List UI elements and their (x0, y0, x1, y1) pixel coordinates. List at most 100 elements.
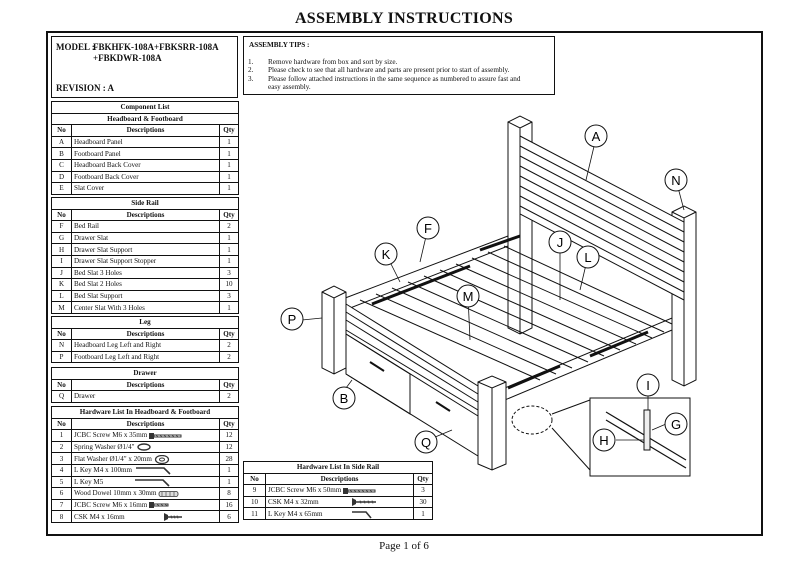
page-frame (46, 31, 763, 536)
rail-strip-front (507, 364, 561, 390)
side-rail-left (339, 235, 509, 313)
rail-strip-right (479, 234, 521, 252)
col-qty: Qty (218, 124, 240, 137)
headboard-panel (519, 135, 685, 301)
svg-text:G: G (671, 417, 681, 432)
svg-text:J: J (557, 235, 564, 250)
page-title: ASSEMBLY INSTRUCTIONS (294, 10, 514, 27)
svg-text:B: B (340, 391, 349, 406)
drawer-box (345, 333, 479, 457)
section-title: Hardware List In Headboard & Footboard (50, 406, 240, 419)
col-desc: Descriptions (71, 124, 220, 137)
svg-text:L: L (584, 250, 591, 265)
callout-B: B (332, 386, 356, 410)
callout-L: L (576, 245, 600, 269)
assembly-tips-box: ASSEMBLY TIPS : 1.Remove hardware from b… (243, 36, 555, 95)
callout-P: P (280, 307, 304, 331)
col-no: No (51, 124, 72, 137)
svg-text:A: A (592, 129, 601, 144)
svg-text:F: F (424, 221, 432, 236)
model-box: MODEL : FBKHFK-108A+FBKSRR-108A +FBKDWR-… (51, 36, 238, 98)
tip-item: 2.Please check to see that all hardware … (248, 66, 510, 75)
model-line-2: +FBKDWR-108A (93, 53, 162, 63)
callout-I: I (636, 373, 660, 397)
section-title: Side Rail (50, 197, 240, 210)
section-title: Leg (50, 316, 240, 329)
l-key-icon (135, 478, 170, 487)
detail-highlight-circle (511, 405, 553, 435)
drawer-handle (435, 401, 451, 412)
tips-heading: ASSEMBLY TIPS : (249, 41, 310, 49)
svg-text:P: P (288, 312, 297, 327)
drawer-slat-support (643, 409, 651, 451)
csk-screw-icon (352, 498, 377, 507)
model-line-1: FBKHFK-108A+FBKSRR-108A (93, 42, 219, 52)
screw-long-icon (149, 432, 182, 439)
section-title: Drawer (50, 367, 240, 380)
csk-screw-icon (164, 513, 183, 522)
drawer-handle (369, 361, 385, 372)
callout-labels: A N F K J L M P B Q I G H (280, 124, 688, 454)
component-list-title: Component List (50, 101, 240, 114)
svg-text:M: M (463, 289, 474, 304)
svg-text:N: N (671, 173, 680, 188)
bed-slats (359, 245, 673, 381)
flat-washer-icon (154, 454, 169, 464)
l-key-icon (135, 467, 171, 475)
callout-N: N (664, 168, 688, 192)
model-label: MODEL : (56, 42, 95, 52)
svg-text:I: I (646, 378, 650, 393)
tip-item: easy assembly. (268, 83, 311, 92)
svg-text:K: K (382, 247, 391, 262)
callout-K: K (374, 242, 398, 266)
callout-H: H (592, 428, 616, 452)
l-key-icon (352, 510, 372, 519)
screw-long-icon (343, 487, 376, 494)
spring-washer-icon (137, 443, 151, 452)
callout-J: J (548, 230, 572, 254)
tip-item: 1.Remove hardware from box and sort by s… (248, 58, 398, 66)
page-number: Page 1 of 6 (379, 540, 429, 552)
tip-item: 3.Please follow attached instructions in… (248, 74, 521, 83)
rail-strip-back (589, 330, 649, 358)
callout-A: A (584, 124, 608, 148)
tips-list: 1.Remove hardware from box and sort by s… (248, 58, 548, 92)
bed-assembly-drawing: A N F K J L M P B Q I G H (280, 115, 697, 477)
callout-G: G (664, 412, 688, 436)
callout-M: M (456, 284, 480, 308)
revision-label: REVISION : A (56, 83, 115, 93)
section-title: Headboard & Footboard (50, 112, 240, 126)
rail-strip-left (371, 264, 471, 306)
footboard-panel (345, 303, 479, 411)
svg-text:Q: Q (421, 435, 431, 450)
detail-panel (589, 397, 691, 477)
headboard-slats (519, 145, 685, 293)
